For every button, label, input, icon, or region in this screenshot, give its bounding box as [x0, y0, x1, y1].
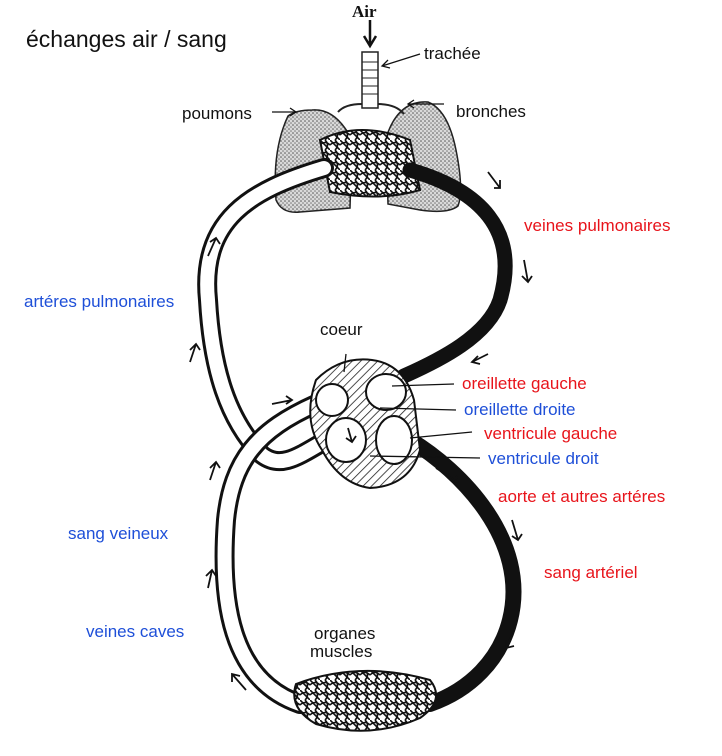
- lung-capillaries: [320, 130, 420, 197]
- heart: [310, 359, 420, 488]
- diagram-title: échanges air / sang: [26, 26, 227, 52]
- venous-blood-label: sang veineux: [68, 524, 168, 544]
- trachea-label: trachée: [424, 44, 481, 64]
- trachea: [362, 52, 378, 108]
- lungs-label: poumons: [182, 104, 252, 124]
- aorta: [410, 440, 514, 704]
- bronchi-label: bronches: [456, 102, 526, 122]
- arterial-blood-label: sang artériel: [544, 563, 638, 583]
- vena-cava-label: veines caves: [86, 622, 184, 642]
- heart-label: coeur: [320, 320, 363, 340]
- pulmonary-arteries-label: artéres pulmonaires: [24, 292, 174, 312]
- right-atrium-label: oreillette droite: [464, 400, 576, 420]
- right-ventricle-label: ventricule droit: [488, 449, 599, 469]
- pulmonary-veins-label: veines pulmonaires: [524, 216, 670, 236]
- organs-label: organes: [314, 624, 375, 644]
- right-ventricle: [326, 418, 366, 462]
- air-arrow: [364, 20, 376, 46]
- air-label: Air: [352, 2, 377, 22]
- left-atrium-label: oreillette gauche: [462, 374, 587, 394]
- left-atrium: [366, 374, 406, 410]
- left-ventricle-label: ventricule gauche: [484, 424, 617, 444]
- muscles-label: muscles: [310, 642, 372, 662]
- aorta-label: aorte et autres artéres: [498, 487, 665, 507]
- right-atrium: [316, 384, 348, 416]
- lungs: [275, 52, 460, 212]
- organ-capillaries: [294, 671, 436, 731]
